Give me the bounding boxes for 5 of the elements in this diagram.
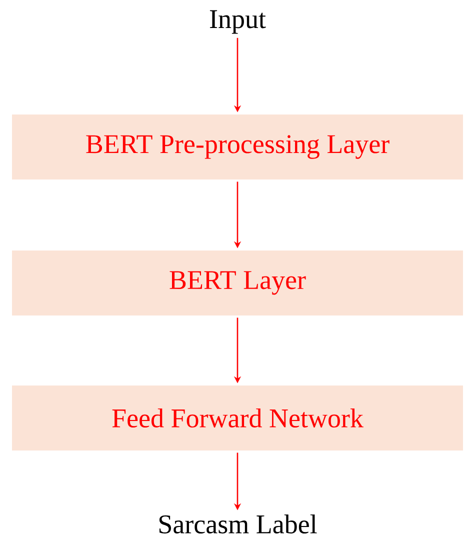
layer-box: BERT Layer	[12, 250, 463, 316]
layer-box: Feed Forward Network	[12, 386, 463, 450]
layer-box: BERT Pre-processing Layer	[12, 114, 463, 180]
label-text: Sarcasm Label	[159, 514, 317, 534]
label-text: Input	[210, 10, 266, 34]
